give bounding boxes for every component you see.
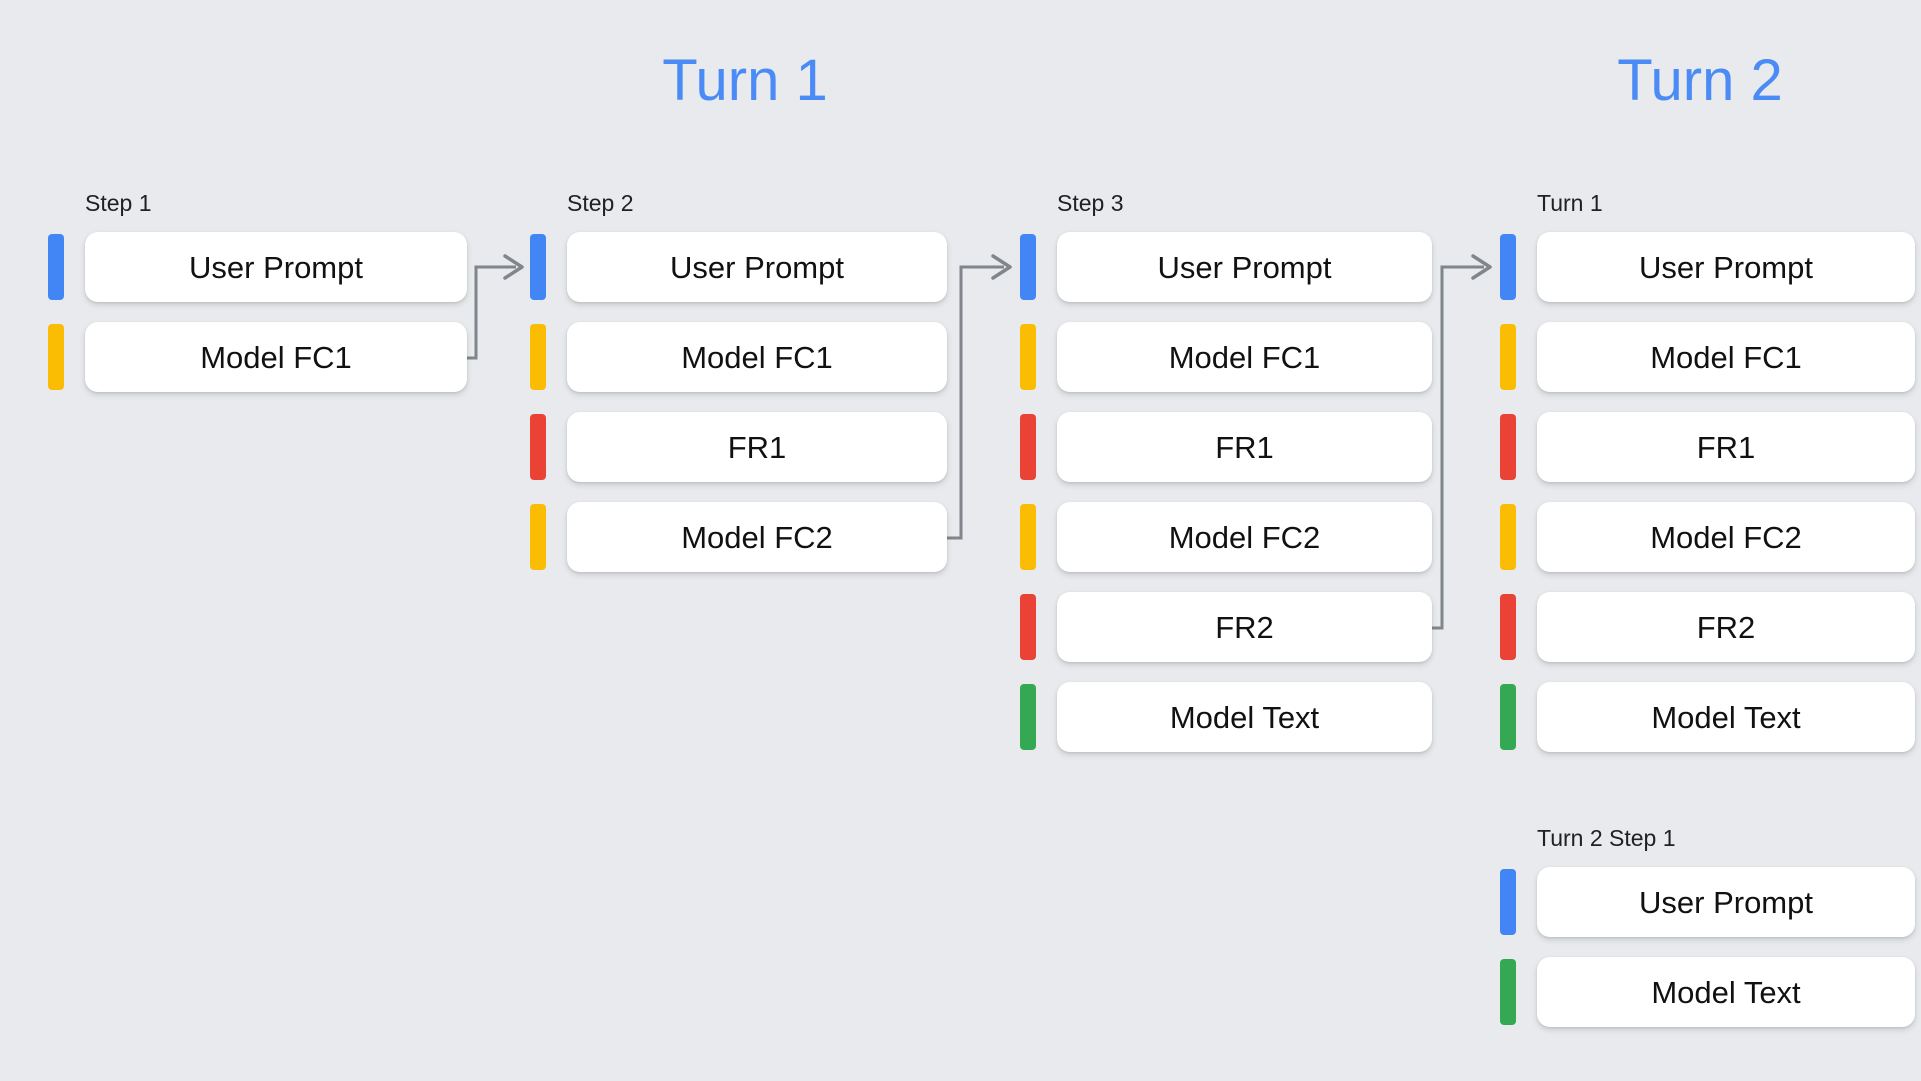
role-color-bar-model-function-call [1500, 504, 1516, 570]
entry-card[interactable]: FR2 [1537, 592, 1915, 662]
entry-card-label: FR1 [1215, 429, 1274, 465]
entry-row: Model FC1 [1500, 322, 1915, 392]
entry-card[interactable]: Model FC1 [567, 322, 947, 392]
role-color-bar-function-response [1020, 414, 1036, 480]
entry-row: User Prompt [1500, 867, 1915, 937]
entry-card-label: Model Text [1651, 974, 1801, 1010]
entry-row: Model FC2 [1500, 502, 1915, 572]
entry-card-label: User Prompt [670, 249, 844, 285]
entry-card-label: Model FC1 [1168, 339, 1321, 375]
entry-row: FR1 [1500, 412, 1915, 482]
column-label: Step 3 [1057, 190, 1124, 216]
entry-row: Model FC1 [530, 322, 947, 392]
column-label: Turn 1 [1537, 190, 1603, 216]
column-label: Step 1 [85, 190, 152, 216]
entry-row: FR2 [1020, 592, 1432, 662]
entry-card[interactable]: User Prompt [85, 232, 467, 302]
arrowhead-icon [1471, 254, 1492, 280]
entry-card[interactable]: FR1 [1537, 412, 1915, 482]
entry-card[interactable]: FR1 [1057, 412, 1432, 482]
entry-row: Model FC2 [1020, 502, 1432, 572]
role-color-bar-function-response [1020, 594, 1036, 660]
role-color-bar-model-text [1500, 684, 1516, 750]
role-color-bar-function-response [1500, 594, 1516, 660]
entry-card[interactable]: Model FC2 [567, 502, 947, 572]
entry-card[interactable]: Model Text [1057, 682, 1432, 752]
entry-card-label: Model FC1 [1650, 339, 1802, 375]
entry-card-label: Model FC1 [200, 339, 352, 375]
role-color-bar-model-text [1500, 959, 1516, 1025]
entry-card[interactable]: User Prompt [1537, 232, 1915, 302]
role-color-bar-function-response [1500, 414, 1516, 480]
entry-card-label: User Prompt [1639, 249, 1813, 285]
role-color-bar-model-function-call [530, 504, 546, 570]
entry-card[interactable]: Model FC1 [1057, 322, 1432, 392]
entry-row: Model FC2 [530, 502, 947, 572]
entry-card[interactable]: Model FC2 [1537, 502, 1915, 572]
entry-card[interactable]: User Prompt [1057, 232, 1432, 302]
entry-card-label: Model FC1 [681, 339, 833, 375]
entry-card[interactable]: FR1 [567, 412, 947, 482]
role-color-bar-user-prompt [1500, 869, 1516, 935]
arrowhead-icon [503, 254, 524, 280]
entry-card[interactable]: Model Text [1537, 682, 1915, 752]
entry-row: Model FC1 [1020, 322, 1432, 392]
entry-card[interactable]: Model FC1 [85, 322, 467, 392]
role-color-bar-user-prompt [48, 234, 64, 300]
turn-1-title: Turn 1 [662, 48, 828, 113]
role-color-bar-model-function-call [48, 324, 64, 390]
entry-card[interactable]: Model FC1 [1537, 322, 1915, 392]
role-color-bar-model-function-call [1020, 324, 1036, 390]
entry-card[interactable]: User Prompt [1537, 867, 1915, 937]
entry-card-label: FR1 [1696, 429, 1756, 465]
entry-card[interactable]: User Prompt [567, 232, 947, 302]
role-color-bar-model-function-call [530, 324, 546, 390]
entry-card[interactable]: FR2 [1057, 592, 1432, 662]
entry-card-label: FR1 [727, 429, 787, 465]
entry-card-label: Model FC2 [1650, 519, 1802, 555]
entry-card-label: FR2 [1215, 609, 1274, 645]
entry-card-label: Model FC2 [681, 519, 833, 555]
role-color-bar-model-function-call [1020, 504, 1036, 570]
entry-row: User Prompt [1020, 232, 1432, 302]
role-color-bar-user-prompt [1500, 234, 1516, 300]
entry-row: Model FC1 [48, 322, 467, 392]
entry-card-label: FR2 [1696, 609, 1756, 645]
arrowhead-icon [991, 254, 1012, 280]
role-color-bar-user-prompt [1020, 234, 1036, 300]
entry-row: Model Text [1500, 957, 1915, 1027]
entry-card-label: Model FC2 [1168, 519, 1321, 555]
entry-row: User Prompt [48, 232, 467, 302]
role-color-bar-model-text [1020, 684, 1036, 750]
role-color-bar-function-response [530, 414, 546, 480]
entry-card-label: Model Text [1169, 699, 1320, 735]
column-label: Turn 2 Step 1 [1537, 825, 1676, 851]
role-color-bar-user-prompt [530, 234, 546, 300]
entry-card[interactable]: Model FC2 [1057, 502, 1432, 572]
entry-row: Model Text [1020, 682, 1432, 752]
entry-card-label: Model Text [1651, 699, 1801, 735]
entry-card-label: User Prompt [189, 249, 363, 285]
entry-row: Model Text [1500, 682, 1915, 752]
entry-row: FR1 [530, 412, 947, 482]
entry-row: FR1 [1020, 412, 1432, 482]
column-label: Step 2 [567, 190, 634, 216]
entry-card-label: User Prompt [1157, 249, 1332, 285]
entry-card[interactable]: Model Text [1537, 957, 1915, 1027]
role-color-bar-model-function-call [1500, 324, 1516, 390]
entry-row: User Prompt [530, 232, 947, 302]
entry-card-label: User Prompt [1639, 884, 1813, 920]
entry-row: User Prompt [1500, 232, 1915, 302]
entry-row: FR2 [1500, 592, 1915, 662]
turn-2-title: Turn 2 [1617, 48, 1783, 113]
